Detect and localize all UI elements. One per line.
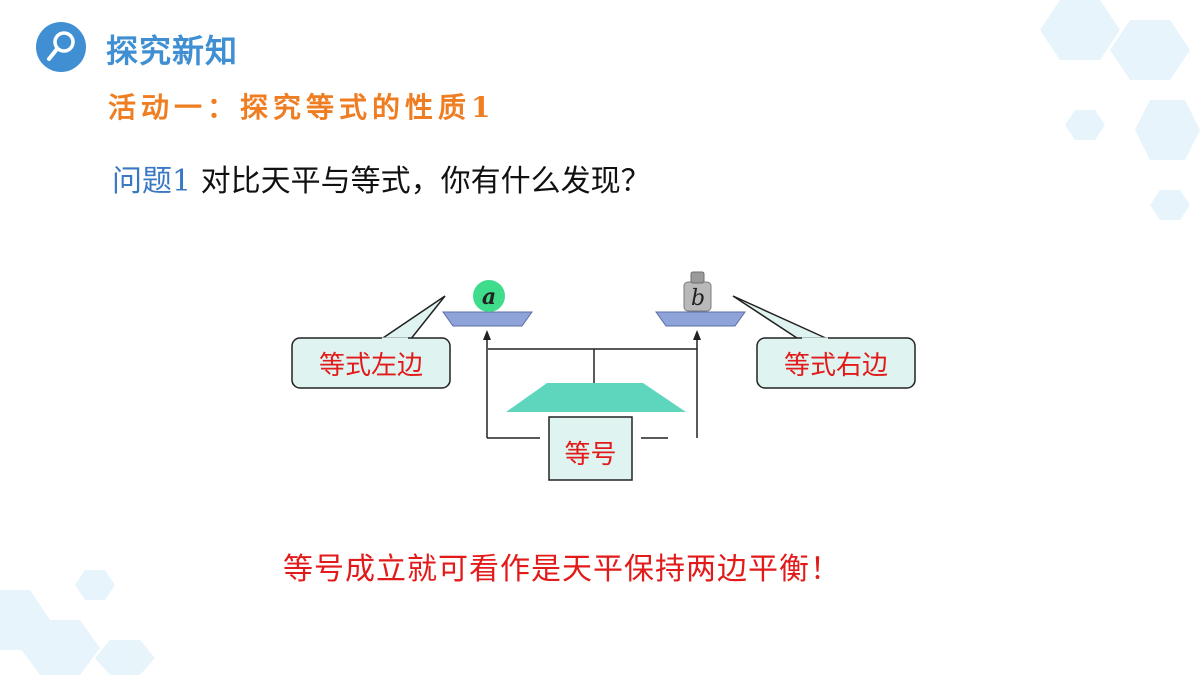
activity-title: 活动一：探究等式的性质1 [108,91,496,124]
question-label: 问题1 [112,164,192,199]
section-title: 探究新知 [106,32,239,70]
object-label-b: b [691,286,705,311]
question: 问题1 对比天平与等式，你有什么发现？ [112,156,651,200]
question-text: 对比天平与等式，你有什么发现？ [200,164,651,199]
magnifier-icon [36,22,86,72]
left-callout-pointer [377,295,446,341]
weight-b [683,271,712,312]
ball-a [473,280,505,312]
object-label-a: a [482,284,496,310]
left-arrowhead [483,330,491,340]
balance-base [506,383,686,412]
right-callout-pointer [732,295,831,341]
right-callout-box [756,337,916,389]
left-callout-box [291,337,451,389]
right-callout-text: 等式右边 [783,351,888,381]
left-pan [442,311,533,327]
center-callout-text: 等号 [564,440,617,470]
conclusion-text: 等号成立就可看作是天平保持两边平衡！ [283,552,841,587]
equal-sign-box [548,416,633,481]
left-callout-text: 等式左边 [318,351,423,381]
right-pan [655,311,746,327]
right-arrowhead [693,330,701,340]
